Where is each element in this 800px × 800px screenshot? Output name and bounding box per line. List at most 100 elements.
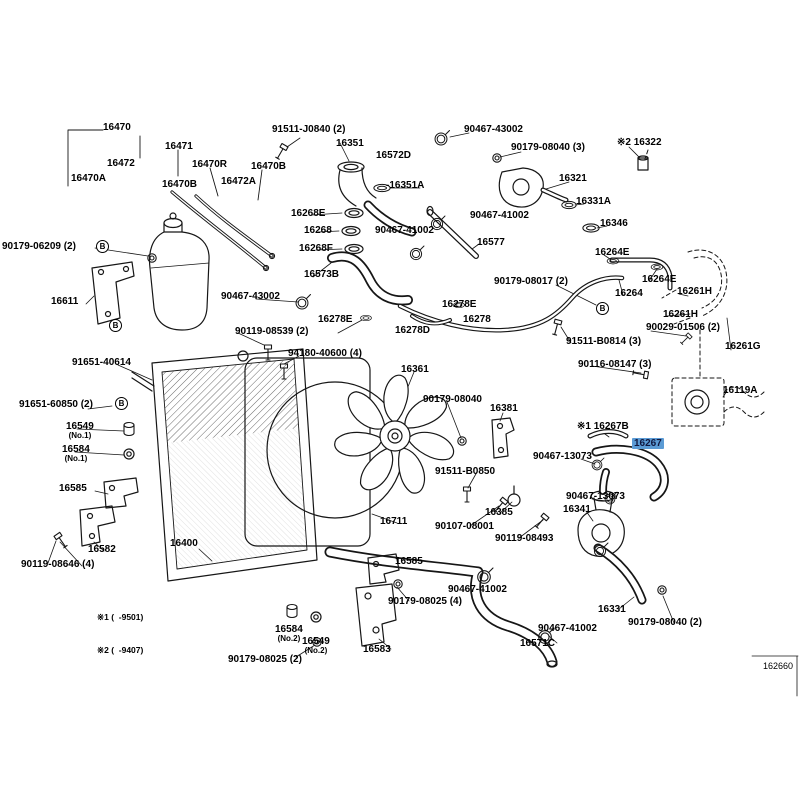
part-number-text: 90467-41002 [470,210,529,221]
part-number-label[interactable]: 16573B [304,269,339,280]
part-number-label[interactable]: 16583 [363,644,391,655]
part-number-label[interactable]: 16470 [103,122,131,133]
part-number-label[interactable]: 16472A [221,176,256,187]
part-number-text: 90467-41002 [375,225,434,236]
part-number-label[interactable]: 90119-08646 (4) [21,559,94,570]
part-number-label[interactable]: 16549(No.2) [302,636,330,656]
part-number-label[interactable]: 91511-B0850 [435,466,495,477]
part-number-text: 16584 [62,444,90,455]
part-number-text: 16278 [463,314,491,325]
part-number-label[interactable]: 90179-08017 (2) [494,276,568,287]
part-number-label[interactable]: 90467-41002 [375,225,434,236]
part-number-label[interactable]: 16268F [299,243,333,254]
part-number-label[interactable]: 16584(No.2) [275,624,303,644]
part-number-label[interactable]: 16331A [576,196,611,207]
part-number-label[interactable]: 90179-08040 (2) [628,617,702,628]
part-number-text: 90467-41002 [448,584,507,595]
part-number-label[interactable]: 94180-40600 (4) [288,348,362,359]
part-number-text: 90029-01506 (2) [646,322,720,333]
part-number-text: 90467-41002 [538,623,597,634]
part-number-text: 16346 [600,218,628,229]
part-number-label[interactable]: 16268E [291,208,325,219]
part-number-label[interactable]: 16549(No.1) [66,421,94,441]
part-number-label[interactable]: 16268 [304,225,332,236]
part-number-label[interactable]: 16261H [677,286,712,297]
part-number-label[interactable]: 16585 [59,483,87,494]
legend-line-1: ※1 ( -9501) [97,612,144,623]
part-number-text: 16470A [71,173,107,184]
part-number-label[interactable]: 16381 [490,403,518,414]
part-number-label[interactable]: 16119A [723,385,757,396]
part-number-label[interactable]: 16711 [380,516,407,527]
part-number-label[interactable]: 16582 [88,544,116,555]
part-number-label[interactable]: 16385 [485,507,513,518]
part-number-label[interactable]: 90179-08040 (3) [511,142,585,153]
part-number-label[interactable]: 16261G [725,341,761,352]
part-number-label[interactable]: 16472 [107,158,135,169]
part-number-label[interactable]: 90467-13073 [566,491,625,502]
part-number-label[interactable]: 16278E [442,299,476,310]
part-number-text: 16573B [304,269,340,280]
part-number-label[interactable]: 16577 [477,237,505,248]
part-number-text: 90179-08040 (2) [628,617,702,628]
part-number-label[interactable]: 16571C [520,638,555,649]
part-number-label[interactable]: 90029-01506 (2) [646,322,720,333]
part-number-text: 90119-08539 (2) [235,326,309,337]
part-number-label[interactable]: 16611 [51,296,78,307]
part-number-label[interactable]: 16470R [192,159,227,170]
part-number-label[interactable]: 16584(No.1) [62,444,90,464]
part-number-label[interactable]: 90467-13073 [533,451,592,462]
part-number-label[interactable]: 16264 [615,288,643,299]
part-number-label[interactable]: 16471 [165,141,193,152]
part-number-label[interactable]: 16341 [563,504,591,515]
part-number-label[interactable]: 16470A [71,173,106,184]
part-number-text: 16472 [107,158,135,169]
part-number-label[interactable]: 16400 [170,538,198,549]
part-number-label[interactable]: 90467-43002 [221,291,280,302]
part-number-label[interactable]: 90119-08539 (2) [235,326,308,337]
part-number-label[interactable]: ※1 16267B [577,421,629,432]
part-number-label[interactable]: 91651-60850 (2) [19,399,93,410]
part-number-text: 16268 [304,225,332,236]
part-number-label-selected[interactable]: 16267 [632,438,664,449]
part-number-text: 91511-B0814 (3) [566,336,642,347]
part-number-label[interactable]: 16361 [401,364,429,375]
part-number-label[interactable]: 90467-41002 [448,584,507,595]
view-marker-b: B [109,319,122,332]
part-number-label[interactable]: 91511-B0814 (3) [566,336,641,347]
part-number-label[interactable]: -16351A [386,180,424,191]
part-number-label[interactable]: 90467-43002 [464,124,523,135]
part-number-text: -16351A [386,180,425,191]
part-number-label[interactable]: 16331 [598,604,626,615]
part-number-label[interactable]: 16278D [395,325,430,336]
part-number-label[interactable]: 90467-41002 [538,623,597,634]
part-number-label[interactable]: 90116-08147 (3) [578,359,651,370]
part-number-label[interactable]: 90179-06209 (2) [2,241,76,252]
part-number-label[interactable]: 16278E [318,314,352,325]
part-number-label[interactable]: 16264E [595,247,629,258]
part-number-label[interactable]: 90179-08025 (2) [228,654,302,665]
part-number-text: 90179-06209 (2) [2,241,76,252]
part-number-label[interactable]: 16321 [559,173,587,184]
part-number-label[interactable]: 16585 [395,556,423,567]
part-number-text: 16264 [615,288,643,299]
part-number-label[interactable]: 90467-41002 [470,210,529,221]
part-number-label[interactable]: 16470B [251,161,286,172]
part-number-label[interactable]: 16261H [663,309,698,320]
part-number-label[interactable]: 16278 [463,314,491,325]
part-number-label[interactable]: ※2 16322 [617,137,662,148]
part-number-label[interactable]: 90179-08025 (4) [388,596,462,607]
part-number-label[interactable]: 16351 [336,138,364,149]
part-number-label[interactable]: 91651-40614 [72,357,131,368]
part-number-text: 16582 [88,544,116,555]
part-number-label[interactable]: 16572D [376,150,411,161]
part-number-label[interactable]: 90179-08040 [423,394,482,405]
part-number-label[interactable]: 16264E [642,274,676,285]
part-number-text: 16585 [395,556,423,567]
part-number-label[interactable]: 90107-08001 [435,521,494,532]
part-number-label[interactable]: 90119-08493 [495,533,553,544]
part-number-label[interactable]: 16346 [600,218,628,229]
part-number-label[interactable]: 16470B [162,179,197,190]
part-number-label[interactable]: 91511-J0840 (2) [272,124,345,135]
